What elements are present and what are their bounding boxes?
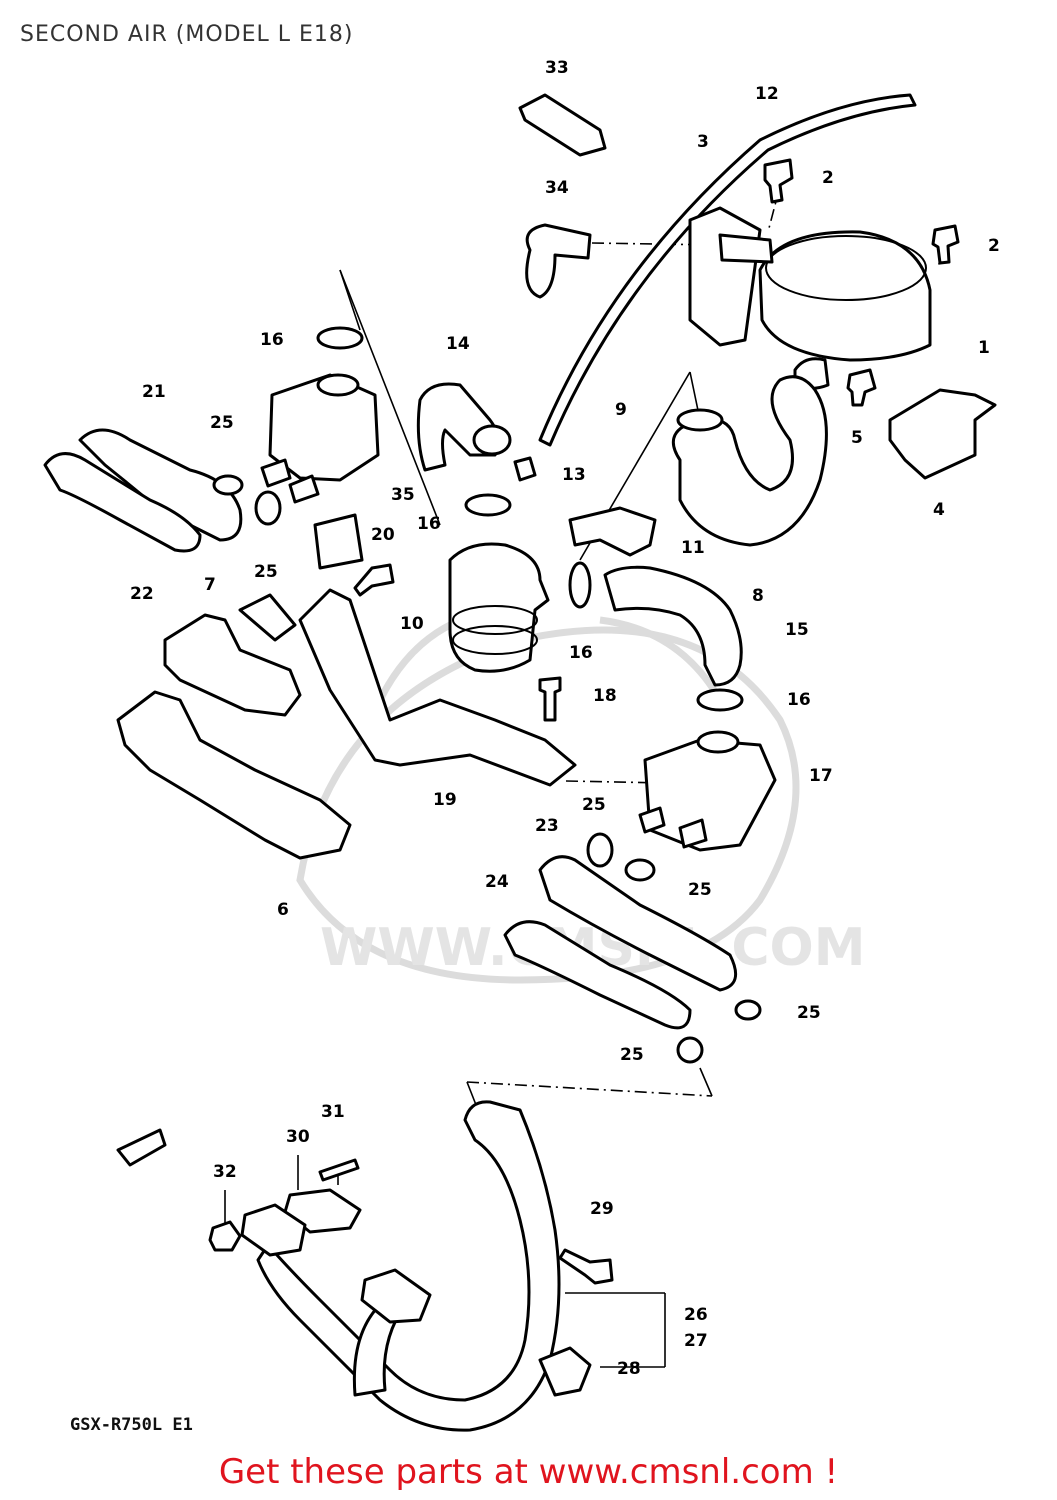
bolt-2b (931, 224, 960, 265)
callout-32: 32 (213, 1162, 237, 1182)
clamp-16c (568, 561, 592, 609)
bracket-7 (163, 613, 302, 717)
callout-1: 1 (978, 338, 990, 358)
callout-12: 12 (755, 84, 779, 104)
callout-22: 22 (130, 584, 154, 604)
callout-26: 26 (684, 1305, 708, 1325)
clamp-9 (676, 408, 724, 432)
hose-23 (538, 855, 738, 992)
clamp-16b (464, 493, 512, 517)
page-title: SECOND AIR (MODEL L E18) (20, 22, 354, 47)
flange-upper (240, 1203, 307, 1257)
hose-12 (538, 93, 917, 447)
callout-25a: 25 (210, 413, 234, 433)
callout-labels: 33 12 3 2 2 34 1 5 16 14 9 4 21 25 13 22… (130, 58, 1000, 1379)
callout-16c: 16 (569, 643, 593, 663)
nut-32 (208, 1220, 242, 1252)
hose-15 (603, 565, 743, 687)
callout-10: 10 (400, 614, 424, 634)
bracket-11 (568, 506, 657, 557)
callout-34: 34 (545, 178, 569, 198)
callout-15: 15 (785, 620, 809, 640)
callout-24: 24 (485, 872, 509, 892)
clip-13 (513, 456, 537, 482)
air-filter-housing-1 (758, 230, 932, 362)
callout-3: 3 (697, 132, 709, 152)
callout-30: 30 (286, 1127, 310, 1147)
callout-21: 21 (142, 382, 166, 402)
valve-10 (448, 542, 550, 673)
callout-17: 17 (809, 766, 833, 786)
hose-8 (671, 375, 828, 547)
flange-lower (360, 1268, 432, 1324)
plate-19 (298, 588, 577, 787)
hose-22 (43, 452, 202, 553)
callout-18: 18 (593, 686, 617, 706)
bolt-5 (846, 368, 877, 407)
model-code: GSX-R750L E1 (70, 1415, 193, 1435)
bolt-18 (538, 676, 562, 722)
callout-13: 13 (562, 465, 586, 485)
pad-28 (538, 1346, 592, 1397)
callout-16b: 16 (417, 514, 441, 534)
callout-27: 27 (684, 1331, 708, 1351)
clamp-25b (254, 490, 282, 526)
front-arrow-icon (116, 1128, 167, 1167)
callout-11: 11 (681, 538, 705, 558)
callout-25d: 25 (688, 880, 712, 900)
clamp-25c (586, 832, 614, 868)
callout-25f: 25 (620, 1045, 644, 1065)
bracket-4 (888, 388, 997, 480)
promo-link[interactable]: Get these parts at www.cmsnl.com ! (218, 1452, 839, 1492)
clamp-25e (734, 999, 762, 1021)
callout-25e: 25 (797, 1003, 821, 1023)
callout-25c: 25 (582, 795, 606, 815)
callout-2b: 2 (988, 236, 1000, 256)
bolt-2a (763, 158, 794, 204)
clamp-16a (316, 326, 364, 350)
clamp-25f (676, 1036, 704, 1064)
callout-19: 19 (433, 790, 457, 810)
bolt-29 (558, 1248, 614, 1285)
hose-24 (503, 920, 692, 1030)
callout-2a: 2 (822, 168, 834, 188)
callout-6: 6 (277, 900, 289, 920)
callout-35: 35 (391, 485, 415, 505)
elbow-34 (525, 223, 592, 299)
callout-9: 9 (615, 400, 627, 420)
callout-5: 5 (851, 428, 863, 448)
bracket-3 (688, 206, 762, 347)
callout-23: 23 (535, 816, 559, 836)
bolt-20 (353, 563, 395, 597)
callout-31: 31 (321, 1102, 345, 1122)
stud-31 (318, 1158, 360, 1182)
clamp-25a (212, 474, 244, 496)
pad-35 (313, 513, 364, 570)
callout-29: 29 (590, 1199, 614, 1219)
callout-28: 28 (617, 1359, 641, 1379)
parts-diagram: WWW.CMSNL.COM (43, 58, 1000, 1432)
callout-16d: 16 (787, 690, 811, 710)
callout-16a: 16 (260, 330, 284, 350)
pipe-26-27 (256, 1100, 561, 1432)
callout-33: 33 (545, 58, 569, 78)
callout-14: 14 (446, 334, 470, 354)
reed-valve-lower (643, 738, 777, 852)
callout-4: 4 (933, 500, 945, 520)
callout-8: 8 (752, 586, 764, 606)
bracket-6 (116, 690, 352, 860)
clamp-16d (696, 688, 744, 712)
callout-7: 7 (204, 575, 216, 595)
callout-25b: 25 (254, 562, 278, 582)
clamp-plate-33 (518, 93, 607, 157)
callout-20: 20 (371, 525, 395, 545)
clamp-25d (624, 858, 656, 882)
